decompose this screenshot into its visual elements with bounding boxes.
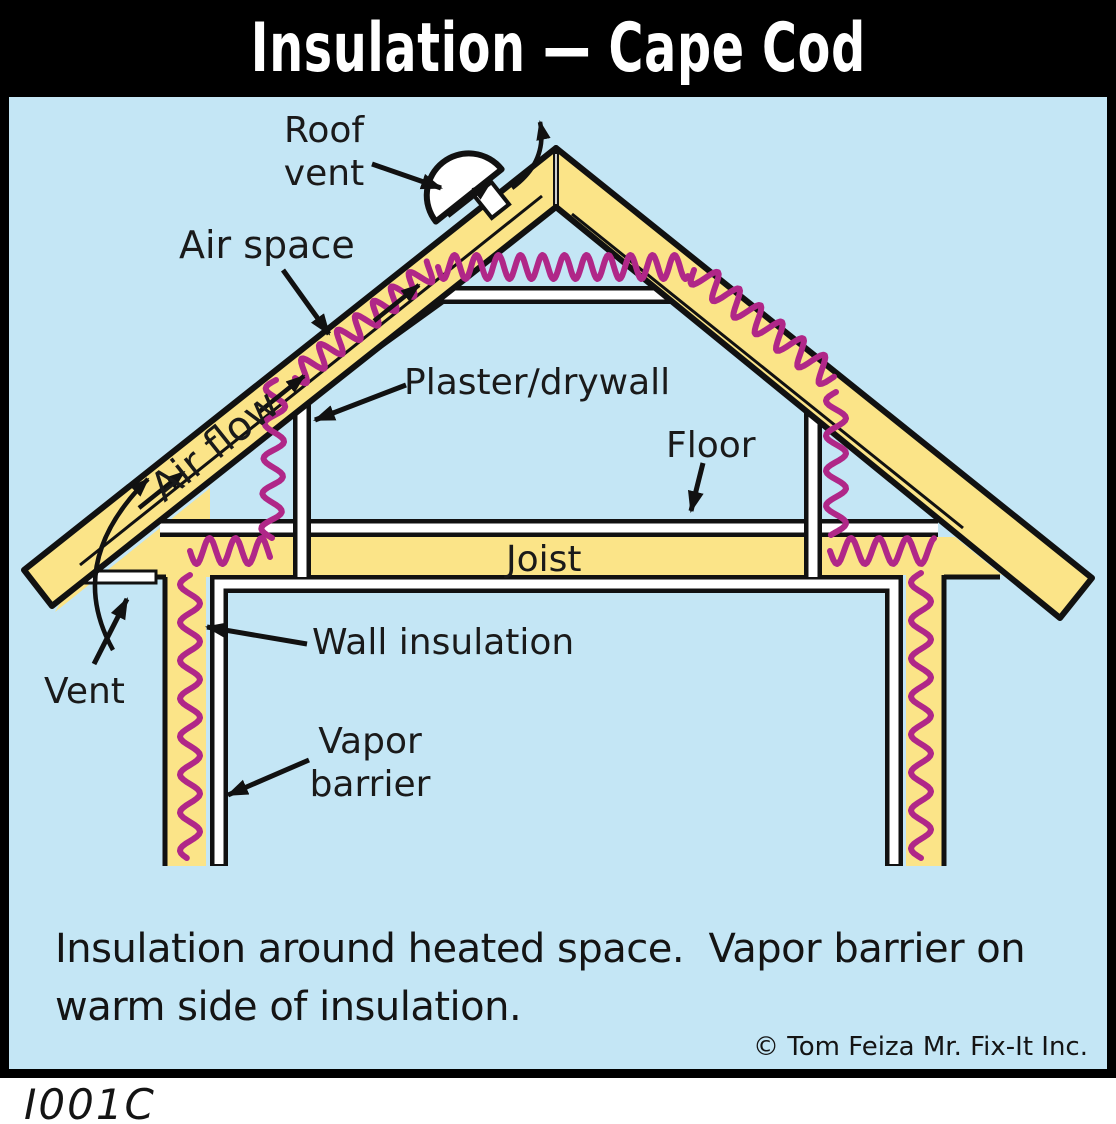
- insulation-squiggles: [177, 252, 937, 861]
- wall-insulation-arrow: [204, 622, 308, 647]
- vapor-barrier-arrow: [226, 757, 310, 798]
- label-floor: Floor: [666, 425, 756, 466]
- plaster-arrow: [313, 382, 407, 423]
- copyright-credit: © Tom Feiza Mr. Fix-It Inc.: [753, 1032, 1088, 1062]
- room-drywall: [293, 286, 822, 577]
- diagram-frame: [0, 97, 1116, 1078]
- label-roof-vent: Roof vent: [283, 110, 365, 195]
- label-wall-insulation: Wall insulation: [312, 622, 575, 663]
- wall-outlines: [68, 574, 1000, 866]
- vent-exhaust-arrow: [510, 120, 551, 190]
- vent-arrow: [91, 597, 130, 666]
- interior-drywall: [210, 575, 903, 866]
- label-vapor-barrier: Vapor barrier: [309, 721, 431, 806]
- label-joist: Joist: [506, 539, 582, 580]
- label-vent: Vent: [44, 671, 125, 712]
- title-bar: Insulation — Cape Cod: [0, 0, 1116, 97]
- caption-line-1: Insulation around heated space. Vapor ba…: [55, 926, 1026, 972]
- air-space-arrow: [280, 268, 332, 336]
- page-title: Insulation — Cape Cod: [250, 9, 866, 88]
- label-air-space: Air space: [179, 223, 355, 267]
- floor-arrow: [687, 462, 706, 514]
- house-diagram: [21, 120, 1095, 866]
- callout-arrows: [91, 161, 706, 798]
- air-flow-arrows: [92, 120, 551, 652]
- caption-line-2: warm side of insulation.: [55, 984, 522, 1030]
- figure-code: I001C: [24, 1080, 156, 1124]
- roof-vent-arrow: [371, 161, 443, 191]
- label-plaster-drywall: Plaster/drywall: [404, 362, 671, 403]
- soffit-intake-arrow: [92, 477, 150, 652]
- joist-band: [112, 537, 1002, 575]
